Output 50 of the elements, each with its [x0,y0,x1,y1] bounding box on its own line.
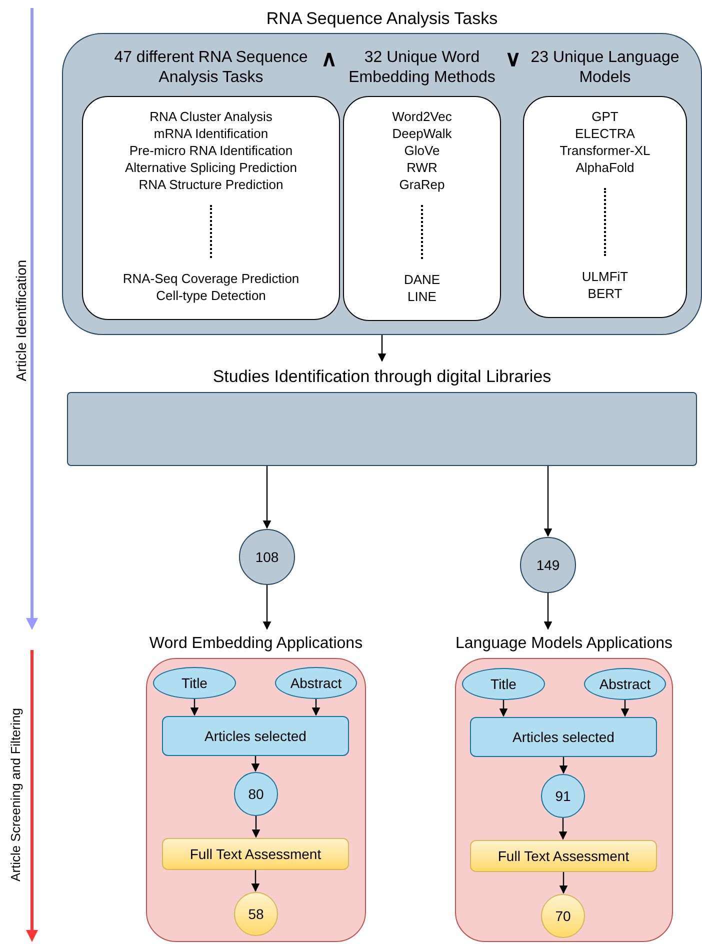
list-item: LINE [408,288,436,305]
list-item: RNA Structure Prediction [138,176,284,193]
axis-label: Article Screening and Filtering [7,708,24,882]
arrow [499,700,508,717]
process-box: Articles selected [162,716,349,756]
arrow [559,872,568,894]
arrow [558,818,568,840]
axis-label: Article Identification [12,259,30,381]
list-item: ULMFiT [582,268,628,285]
list-item: mRNA Identification [154,125,268,142]
arrow [312,699,320,716]
list-item: DANE [404,271,440,288]
section-heading: RNA Sequence Analysis Tasks [266,8,498,30]
arrow [262,585,272,630]
arrow [251,756,260,772]
arrow [262,466,272,529]
list-item: RNA-Seq Coverage Prediction [122,270,300,287]
operator-symbol: ∧ [321,48,337,70]
arrow [544,593,552,630]
list-item: AlphaFold [576,159,634,176]
list-item: BERT [588,285,622,302]
section-heading: Language Models Applications [455,634,673,654]
arrow [620,700,630,717]
list-item: Word2Vec [392,108,452,125]
section-heading: 23 Unique Language Models [530,48,680,88]
arrow [190,699,199,716]
list-item: GraRep [399,176,445,193]
process-box: Full Text Assessment [162,838,349,870]
list-item: RNA Cluster Analysis [150,108,272,125]
arrow [251,870,260,892]
arrow [252,816,260,838]
arrow [378,335,386,362]
arrow [544,466,552,537]
operator-symbol: ∨ [505,48,521,70]
arrow [559,757,568,774]
list-item: ELECTRA [575,125,635,142]
list-item: GPT [592,108,618,125]
process-box: Full Text Assessment [470,840,657,872]
section-heading: 32 Unique Word Embedding Methods [348,48,496,88]
list-item: Pre-micro RNA Identification [129,142,293,159]
process-box: Articles selected [470,717,657,757]
list-item: GloVe [404,142,440,159]
list-item: Alternative Splicing Prediction [125,159,297,176]
list-item: Cell-type Detection [156,287,266,304]
section-heading: Studies Identification through digital Libraries [212,366,552,388]
list-item: Transformer-XL [560,142,650,159]
section-heading: Word Embedding Applications [149,634,363,654]
section-heading: 47 different RNA Sequence Analysis Tasks [113,48,309,88]
list-item: RWR [406,159,438,176]
list-item: DeepWalk [392,125,452,142]
